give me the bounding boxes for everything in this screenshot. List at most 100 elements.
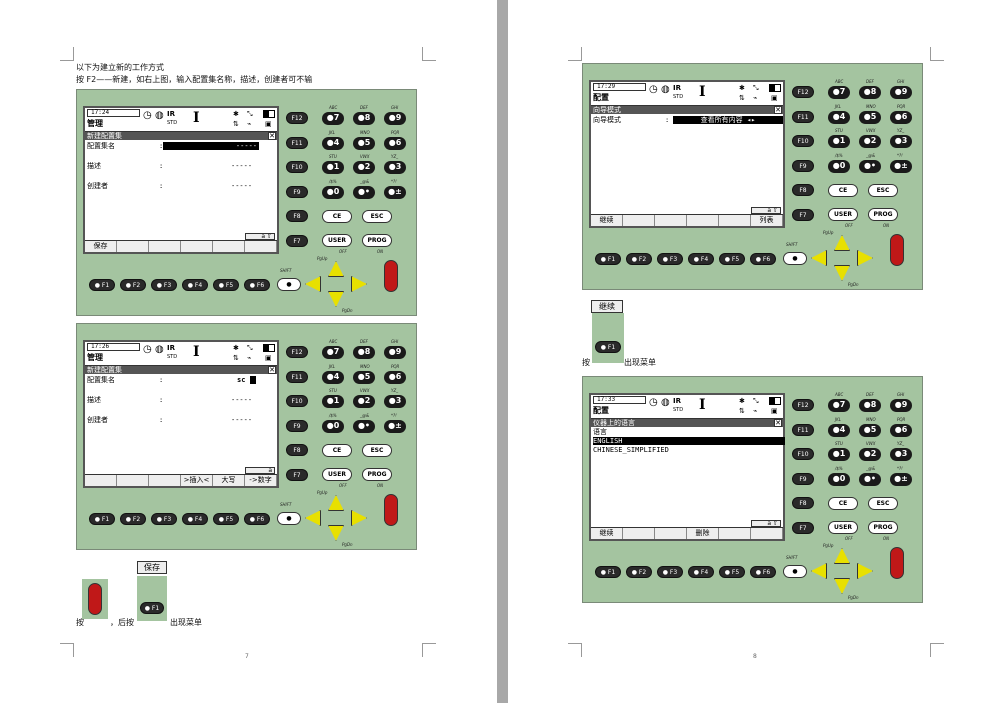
arrow-up-key[interactable] [328, 261, 344, 277]
num-key-4[interactable]: ●4 [322, 136, 344, 150]
softkey-3[interactable] [655, 215, 687, 226]
num-key-12[interactable]: ●± [890, 159, 912, 173]
num-key-10[interactable]: ●0 [322, 185, 344, 199]
arrow-down-key[interactable] [328, 525, 344, 541]
bottom-key-f1[interactable]: ● F1 [89, 279, 115, 291]
side-key-f11[interactable]: F11 [792, 110, 814, 123]
side-key-f9[interactable]: F9 [792, 159, 814, 172]
list-item[interactable]: 语言 [593, 428, 607, 436]
softkey-2[interactable] [623, 528, 655, 539]
side-key-f10[interactable]: F10 [286, 395, 308, 407]
field-input-active[interactable]: ----- [163, 142, 259, 150]
f1-key[interactable]: ● F1 [140, 602, 164, 614]
field-value[interactable]: ----- [231, 396, 253, 404]
user-key[interactable]: USER [322, 234, 352, 247]
arrow-left-key[interactable] [811, 250, 827, 266]
side-key-f12[interactable]: F12 [286, 346, 308, 358]
side-key-f8[interactable]: F8 [792, 184, 814, 196]
num-key-3[interactable]: ●9 [890, 399, 912, 412]
arrow-down-key[interactable] [834, 265, 850, 281]
side-key-f9[interactable]: F9 [286, 419, 308, 432]
user-key[interactable]: USER [828, 521, 858, 534]
field-value[interactable]: sc [237, 376, 246, 384]
softkey-3[interactable] [149, 241, 181, 252]
arrow-right-key[interactable] [857, 250, 873, 266]
continue-button[interactable]: 继续 [591, 300, 623, 313]
softkey-3[interactable] [655, 528, 687, 539]
arrow-up-key[interactable] [328, 495, 344, 511]
list-item[interactable]: ENGLISH [593, 437, 785, 445]
bottom-key-f2[interactable]: ● F2 [626, 253, 652, 265]
side-key-f7[interactable]: F7 [286, 234, 308, 247]
num-key-8[interactable]: ●2 [353, 395, 375, 408]
side-key-f7[interactable]: F7 [286, 468, 308, 481]
num-key-6[interactable]: ●6 [384, 136, 406, 150]
field-value[interactable]: ----- [231, 416, 253, 424]
bottom-key-f6[interactable]: ● F6 [244, 513, 270, 525]
softkey-6[interactable]: ->数字 [245, 475, 277, 486]
num-key-11[interactable]: ●• [353, 419, 375, 433]
softkey-1[interactable]: 继续 [591, 528, 623, 539]
num-key-2[interactable]: ●8 [859, 399, 881, 412]
field-value[interactable]: ----- [231, 182, 253, 190]
close-icon[interactable]: ✕ [774, 106, 782, 114]
prog-key[interactable]: PROG [362, 234, 392, 247]
num-key-9[interactable]: ●3 [384, 395, 406, 408]
bottom-key-f1[interactable]: ● F1 [89, 513, 115, 525]
side-key-f12[interactable]: F12 [792, 399, 814, 411]
f1-key[interactable]: ● F1 [595, 341, 621, 353]
num-key-3[interactable]: ●9 [384, 112, 406, 125]
softkey-1[interactable]: 继续 [591, 215, 623, 226]
softkey-6[interactable]: 列表 [751, 215, 783, 226]
shift-key[interactable]: ● [783, 252, 807, 265]
user-key[interactable]: USER [322, 468, 352, 481]
ce-key[interactable]: CE [322, 444, 352, 457]
num-key-1[interactable]: ●7 [828, 86, 850, 99]
num-key-5[interactable]: ●5 [353, 370, 375, 384]
bottom-key-f5[interactable]: ● F5 [719, 253, 745, 265]
bottom-key-f3[interactable]: ● F3 [151, 513, 177, 525]
bottom-key-f1[interactable]: ● F1 [595, 253, 621, 265]
ce-key[interactable]: CE [322, 210, 352, 223]
side-key-f10[interactable]: F10 [792, 135, 814, 147]
num-key-1[interactable]: ●7 [322, 112, 344, 125]
save-button[interactable]: 保存 [137, 561, 167, 574]
softkey-6[interactable] [751, 528, 783, 539]
close-icon[interactable]: ✕ [268, 132, 276, 140]
softkey-6[interactable] [245, 241, 277, 252]
user-key[interactable]: USER [828, 208, 858, 221]
ce-key[interactable]: CE [828, 497, 858, 510]
num-key-8[interactable]: ●2 [859, 448, 881, 461]
arrow-down-key[interactable] [328, 291, 344, 307]
side-key-f8[interactable]: F8 [286, 210, 308, 222]
num-key-7[interactable]: ●1 [828, 135, 850, 148]
num-key-5[interactable]: ●5 [353, 136, 375, 150]
num-key-3[interactable]: ●9 [890, 86, 912, 99]
bottom-key-f3[interactable]: ● F3 [151, 279, 177, 291]
bottom-key-f2[interactable]: ● F2 [626, 566, 652, 578]
num-key-3[interactable]: ●9 [384, 346, 406, 359]
bottom-key-f2[interactable]: ● F2 [120, 513, 146, 525]
shift-key[interactable]: ● [783, 565, 807, 578]
num-key-1[interactable]: ●7 [322, 346, 344, 359]
shift-key[interactable]: ● [277, 278, 301, 291]
side-key-f7[interactable]: F7 [792, 521, 814, 534]
num-key-1[interactable]: ●7 [828, 399, 850, 412]
num-key-9[interactable]: ●3 [890, 448, 912, 461]
arrow-left-key[interactable] [811, 563, 827, 579]
num-key-10[interactable]: ●0 [828, 472, 850, 486]
bottom-key-f1[interactable]: ● F1 [595, 566, 621, 578]
num-key-6[interactable]: ●6 [890, 110, 912, 124]
num-key-5[interactable]: ●5 [859, 110, 881, 124]
num-key-11[interactable]: ●• [859, 159, 881, 173]
field-value[interactable]: ----- [231, 162, 253, 170]
num-key-10[interactable]: ●0 [828, 159, 850, 173]
softkey-1[interactable] [85, 475, 117, 486]
bottom-key-f3[interactable]: ● F3 [657, 253, 683, 265]
softkey-2[interactable] [623, 215, 655, 226]
bottom-key-f5[interactable]: ● F5 [213, 513, 239, 525]
enter-key[interactable] [890, 234, 904, 266]
enter-key[interactable] [384, 260, 398, 292]
num-key-8[interactable]: ●2 [353, 161, 375, 174]
num-key-9[interactable]: ●3 [890, 135, 912, 148]
